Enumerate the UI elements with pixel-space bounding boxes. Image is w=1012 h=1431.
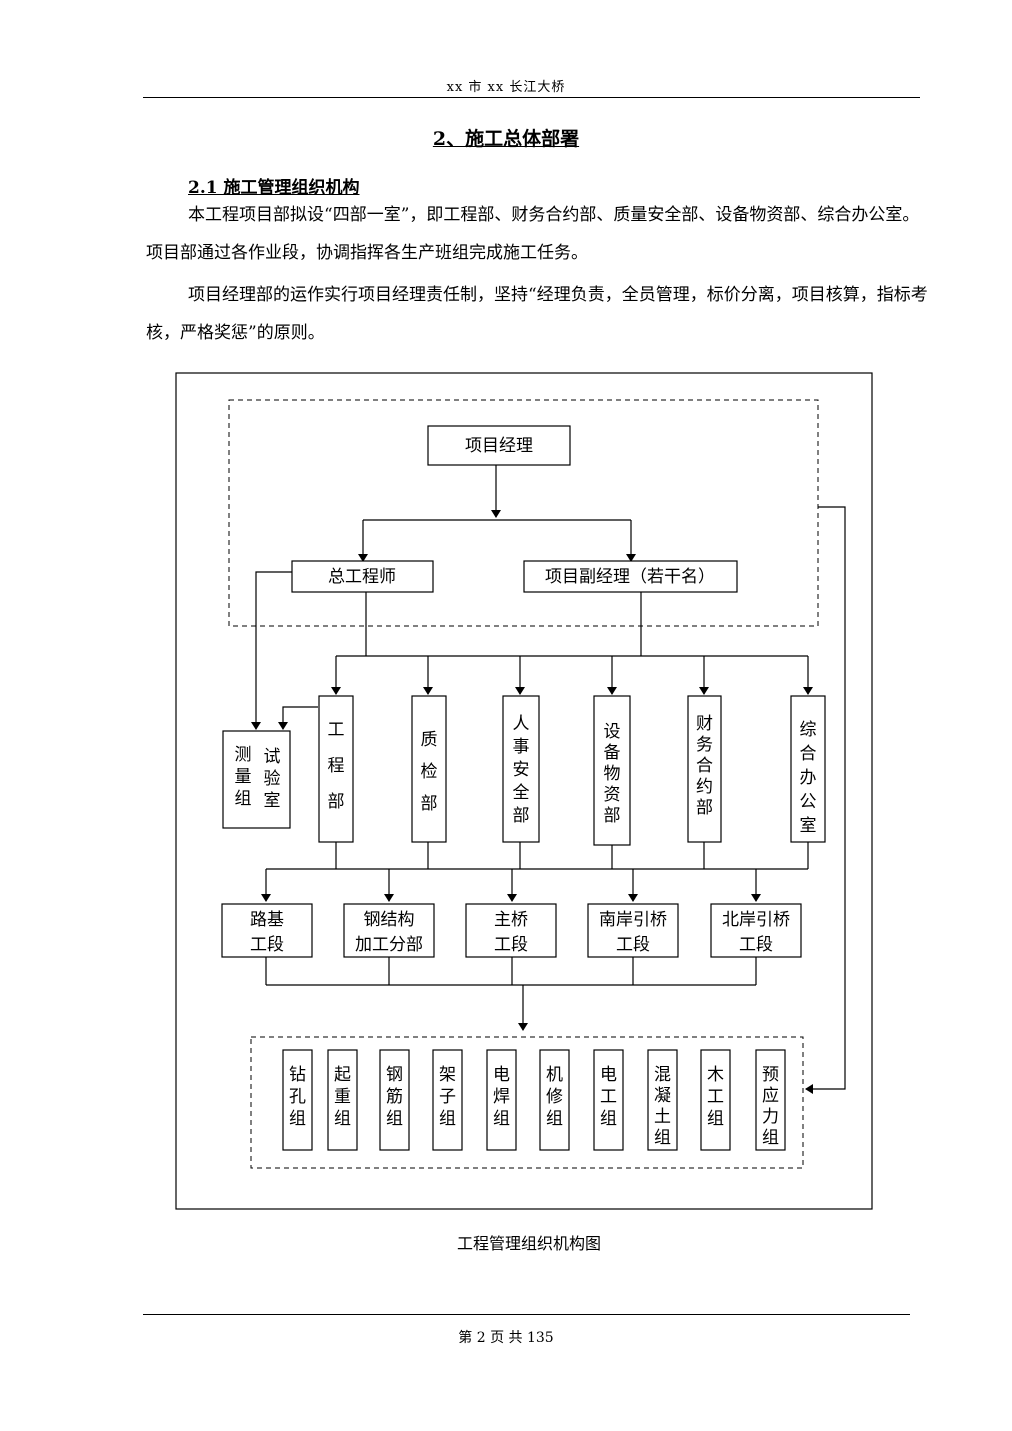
dept-quality-box (411, 695, 447, 843)
management-group-outline (228, 399, 819, 627)
section-north-approach-box (710, 903, 802, 958)
section-south-approach-box (587, 903, 679, 958)
section-main-bridge-box (465, 903, 557, 958)
section-main-bridge-label-1: 主桥 (494, 910, 528, 930)
project-manager-label: 项目经理 (465, 436, 533, 456)
section-main-bridge-label-2: 工段 (494, 935, 528, 955)
survey-group-label: 测量组 (235, 745, 252, 809)
section-steel-structure-label-1: 钢结构 (364, 910, 415, 930)
test-lab-label: 试验室 (264, 747, 281, 811)
team-hoisting-label: 起重组 (334, 1065, 351, 1129)
dept-office-box (790, 695, 826, 843)
page-footer: 第 2 页 共 135 (458, 1330, 554, 1346)
team-welding-box (486, 1049, 517, 1151)
dept-hr-safety-box (502, 695, 540, 843)
dept-hr-safety-label: 人事安全部 (513, 714, 530, 826)
paragraph-1: 本工程项目部拟设“四部一室”，即工程部、财务合约部、质量安全部、设备物资部、综合… (146, 205, 920, 263)
team-prestress-box (755, 1049, 786, 1151)
section-south-approach-label-1: 南岸引桥 (599, 910, 667, 930)
team-hoisting-box (327, 1049, 358, 1151)
team-drilling-label: 钻孔组 (289, 1065, 306, 1129)
departments: 工程部 质检部 人事安全部 设备物资部 财务合约部 综合办公室 (318, 695, 826, 846)
subsection-title: 2.1 施工管理组织机构 (188, 178, 360, 198)
chief-engineer-box (291, 560, 434, 593)
section-subgrade-label-2: 工段 (250, 935, 284, 955)
team-prestress-label: 预应力组 (762, 1065, 779, 1148)
team-scaffold-box (432, 1049, 463, 1151)
chief-engineer-label: 总工程师 (328, 567, 396, 587)
survey-lab-box (222, 730, 291, 829)
dept-finance-box (687, 695, 722, 843)
dept-equipment-label: 设备物资部 (604, 722, 621, 826)
page-header: xx 市 xx 长江大桥 (446, 80, 566, 95)
section-south-approach-label-2: 工段 (616, 935, 650, 955)
section-title: 2、施工总体部署 (432, 128, 580, 150)
footer-rule (143, 1314, 910, 1315)
chart-frame (175, 372, 873, 1210)
section-north-approach-label-1: 北岸引桥 (722, 910, 790, 930)
dept-engineering-box (318, 695, 354, 843)
section-steel-structure-label-2: 加工分部 (355, 935, 423, 955)
deputy-manager-label: 项目副经理（若干名） (545, 567, 715, 587)
team-scaffold-label: 架子组 (439, 1065, 456, 1129)
team-welding-label: 电焊组 (493, 1065, 510, 1129)
dept-finance-label: 财务合约部 (696, 714, 713, 818)
section-steel-structure-box (343, 903, 435, 958)
team-concrete-box (647, 1049, 678, 1151)
team-repair-box (539, 1049, 570, 1151)
team-rebar-label: 钢筋组 (386, 1065, 403, 1129)
team-drilling-box (282, 1049, 313, 1151)
team-carpentry-label: 木工组 (707, 1065, 724, 1129)
team-carpentry-box (700, 1049, 731, 1151)
team-rebar-box (379, 1049, 410, 1151)
teams-group-outline (250, 1036, 804, 1169)
dept-office-label: 综合办公室 (800, 720, 817, 836)
team-electrical-label: 电工组 (600, 1065, 617, 1129)
team-electrical-box (593, 1049, 624, 1151)
deputy-manager-box (523, 560, 738, 593)
connectors (251, 465, 846, 1094)
header-rule (143, 97, 920, 98)
section-subgrade-label-1: 路基 (250, 910, 284, 930)
dept-quality-label: 质检部 (421, 730, 438, 814)
team-repair-label: 机修组 (546, 1065, 563, 1129)
team-concrete-label: 混凝土组 (654, 1065, 671, 1148)
dept-engineering-label: 工程部 (328, 720, 345, 812)
chart-caption: 工程管理组织机构图 (456, 1234, 601, 1253)
paragraph-2: 项目经理部的运作实行项目经理责任制，坚持“经理负责，全员管理，标价分离，项目核算… (146, 285, 928, 343)
project-manager-box (427, 425, 571, 466)
section-north-approach-label-2: 工段 (739, 935, 773, 955)
section-subgrade-box (221, 903, 313, 958)
work-teams: 钻孔组 起重组 钢筋组 架子组 电焊组 机修组 电工组 混凝土组 木工组 预应力组 (282, 1049, 786, 1151)
dept-equipment-box (593, 695, 631, 846)
